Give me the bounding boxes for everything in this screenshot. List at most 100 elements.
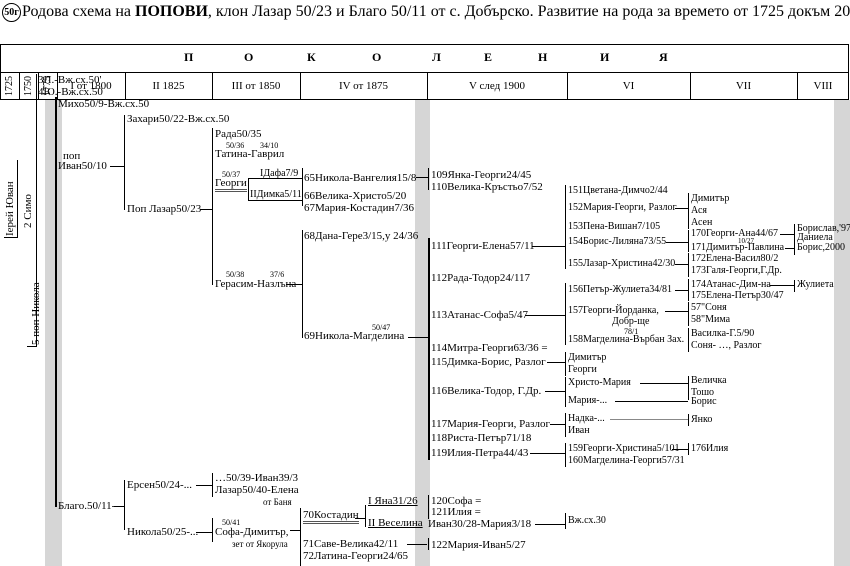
connector-line: [17, 160, 18, 238]
connector-line: [428, 168, 429, 190]
connector-line: [427, 72, 428, 100]
connector-line: [688, 230, 689, 252]
connector-line: [302, 230, 303, 338]
person-node: 174Атанас-Дим-на: [691, 279, 771, 290]
person-node: Янко: [691, 414, 713, 425]
connector-line: [196, 485, 212, 486]
person-node: Димитър: [568, 352, 607, 363]
person-node: 122Мария-Иван5/27: [431, 539, 526, 551]
year-1725: 1725: [4, 76, 15, 96]
connector-line: [565, 443, 566, 467]
header-letter: И: [600, 50, 610, 64]
person-node: 110Велика-Кръстьо7/52: [431, 181, 543, 193]
header-letter: О: [372, 50, 382, 64]
person-node: Иван30/28-Мария3/18: [428, 518, 532, 530]
person-node: 69Никола-Магделина: [304, 330, 405, 342]
connector-line: [124, 480, 125, 530]
person-node: 4Ю.-Вж.сх.50: [38, 86, 103, 98]
gray-band-1900: [415, 100, 430, 566]
connector-line: [355, 518, 365, 519]
person-node: Михо50/9-Вж.сх.50: [58, 98, 150, 110]
person-node: IIДимка5/11: [250, 189, 302, 200]
connector-line: [665, 311, 688, 312]
connector-line: [248, 178, 302, 179]
connector-line: [688, 193, 689, 229]
person-node: 57"Соня: [691, 302, 727, 313]
connector-line: [550, 424, 565, 425]
person-node: Борис,2000: [797, 242, 846, 253]
person-node: 158Магделина-Върбан Зах.: [568, 334, 685, 345]
person-node: …50/39-Иван39/3: [215, 472, 299, 484]
person-node: Мария-...: [568, 395, 608, 406]
connector-line: [525, 315, 565, 316]
person-node: Захари50/22-Вж.сх.50: [127, 113, 230, 125]
person-node: 71Саве-Велика42/11: [303, 538, 399, 550]
connector-line: [212, 128, 213, 285]
connector-line: [567, 72, 568, 100]
person-node: Герасим-Назлъна: [215, 278, 297, 290]
title-suffix: , клон Лазар 50/23 и Благо 50/11 от с. Д…: [207, 3, 850, 20]
connector-line: [428, 495, 429, 519]
connector-line: [666, 242, 688, 243]
person-node: 157Георги-Йорданка,: [568, 305, 659, 316]
person-node: Поп Лазар50/23: [127, 203, 202, 215]
person-node: 171Димитър-Павлина: [691, 242, 785, 253]
connector-line: [794, 224, 795, 244]
connector-line: [785, 248, 794, 249]
person-node: Татина-Гаврил: [215, 148, 285, 160]
person-node: Никола50/25-...: [127, 526, 199, 538]
connector-line: [675, 208, 688, 209]
person-node: 155Лазар-Христина42/30: [568, 258, 676, 269]
generation-header: IV от 1875: [338, 80, 389, 92]
person-node: 176Илия: [691, 443, 729, 454]
person-node: 156Петър-Жулиета34/81: [568, 284, 673, 295]
person-node: 153Пена-Вишан7/105: [568, 221, 661, 232]
person-node: Димитър: [691, 193, 730, 204]
connector-line: [110, 166, 124, 167]
generation-header: VIII: [813, 80, 833, 92]
person-node: 58"Мима: [691, 314, 731, 325]
connector-line: [286, 284, 302, 285]
person-node: Василка-Г.5/90: [691, 328, 755, 339]
header-letter: О: [244, 50, 254, 64]
connector-line: [565, 377, 566, 407]
person-node: Благо.50/11-: [58, 500, 116, 512]
connector-line: [688, 279, 689, 301]
person-node: 115Димка-Борис, Разлог: [431, 356, 546, 368]
person-node: 159Георги-Христина5/101: [568, 443, 680, 454]
connector-line: [428, 238, 430, 460]
ref-number: 10/27: [738, 237, 754, 245]
generation-header: II 1825: [152, 80, 185, 92]
person-node: Жулиета: [797, 279, 834, 290]
person-node: Софа-Димитър,: [215, 526, 289, 538]
connector-line: [640, 383, 688, 384]
person-node: 151Цветана-Димчо2/44: [568, 185, 668, 196]
person-node: Иван: [568, 425, 590, 436]
connector-line: [565, 513, 566, 529]
ref-number: 37/6: [270, 270, 285, 279]
person-node: 72Латина-Георги24/65: [303, 550, 409, 562]
connector-line: [55, 97, 57, 507]
person-node: 65Никола-Вангелия15/8: [304, 172, 417, 184]
person-node: Рада50/35: [215, 128, 262, 140]
connector-line: [125, 72, 126, 100]
title-prefix: Родова схема на: [22, 3, 135, 20]
connector-line: [688, 253, 689, 277]
person-node: 70Костадин: [303, 509, 359, 524]
connector-line: [675, 264, 688, 265]
connector-line: [615, 401, 688, 402]
connector-line: [688, 414, 689, 426]
person-node: IДафа7/9: [260, 168, 299, 179]
connector-line: [675, 290, 688, 291]
person-note: Добр-ще: [612, 316, 650, 327]
person-node: 173Галя-Георги,Г.Др.: [691, 265, 782, 276]
person-node: 117Мария-Георги, Разлог: [431, 418, 551, 430]
person-node: 170Георги-Ана44/67: [691, 228, 779, 239]
title-family-name: ПОПОВИ: [135, 3, 208, 20]
ref-number: 50/38: [226, 270, 245, 279]
person-node: 154Борис-Лиляна73/55: [568, 236, 667, 247]
page-title: Родова схема на ПОПОВИ, клон Лазар 50/23…: [22, 3, 850, 21]
person-node: 113Атанас-Софа5/47: [431, 309, 529, 321]
person-node: 68Дана-Гере3/15,у 24/36: [304, 230, 419, 242]
connector-line: [200, 209, 212, 210]
